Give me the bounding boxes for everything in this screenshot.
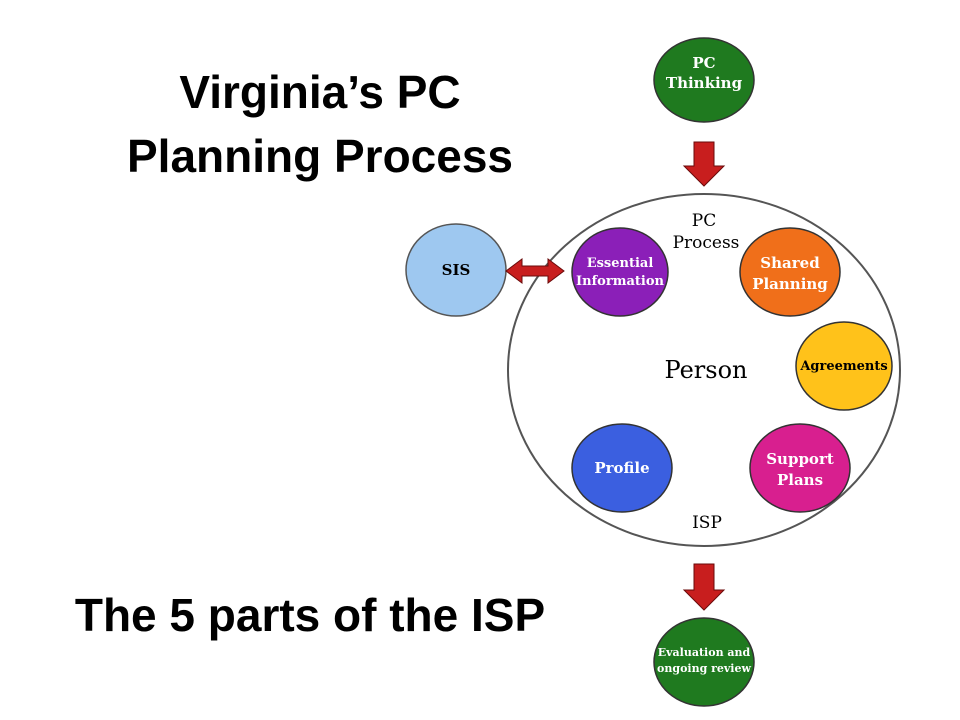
center-label: Person: [665, 356, 748, 384]
sis-node: SIS: [405, 223, 507, 317]
pc-thinking-line-2: Thinking: [666, 74, 743, 92]
evaluation-line-2: ongoing review: [657, 662, 751, 675]
support-plans-line-2: Plans: [777, 471, 823, 489]
down-arrow-bottom: [682, 563, 726, 611]
essential-information-line-1: Essential: [587, 256, 654, 271]
essential-information-line-2: Information: [576, 274, 664, 289]
page-subtitle: The 5 parts of the ISP: [74, 589, 546, 641]
sis-label: SIS: [442, 261, 471, 279]
double-arrow-sis: [505, 258, 565, 284]
page-title: Virginia’s PC Planning Process: [60, 60, 580, 188]
isp-label: ISP: [692, 513, 722, 533]
process-label-line-1: PC: [692, 211, 716, 231]
shared-planning-node: Shared Planning: [739, 227, 841, 317]
profile-label: Profile: [594, 459, 649, 477]
pc-thinking-line-1: PC: [692, 54, 715, 72]
evaluation-node: Evaluation and ongoing review: [653, 617, 755, 707]
down-arrow-top: [682, 141, 726, 187]
shared-planning-line-1: Shared: [760, 254, 820, 272]
title-line-2: Planning Process: [126, 130, 513, 182]
process-label-line-2: Process: [673, 233, 740, 253]
shared-planning-line-2: Planning: [752, 275, 828, 293]
support-plans-line-1: Support: [766, 450, 834, 468]
process-circle: [507, 193, 901, 547]
support-plans-node: Support Plans: [749, 423, 851, 513]
agreements-label: Agreements: [799, 359, 887, 374]
essential-information-node: Essential Information: [571, 227, 669, 317]
title-line-1: Virginia’s PC: [179, 66, 461, 118]
profile-node: Profile: [571, 423, 673, 513]
pc-thinking-node: PC Thinking: [653, 37, 755, 123]
evaluation-line-1: Evaluation and: [658, 646, 751, 659]
agreements-node: Agreements: [795, 321, 893, 411]
